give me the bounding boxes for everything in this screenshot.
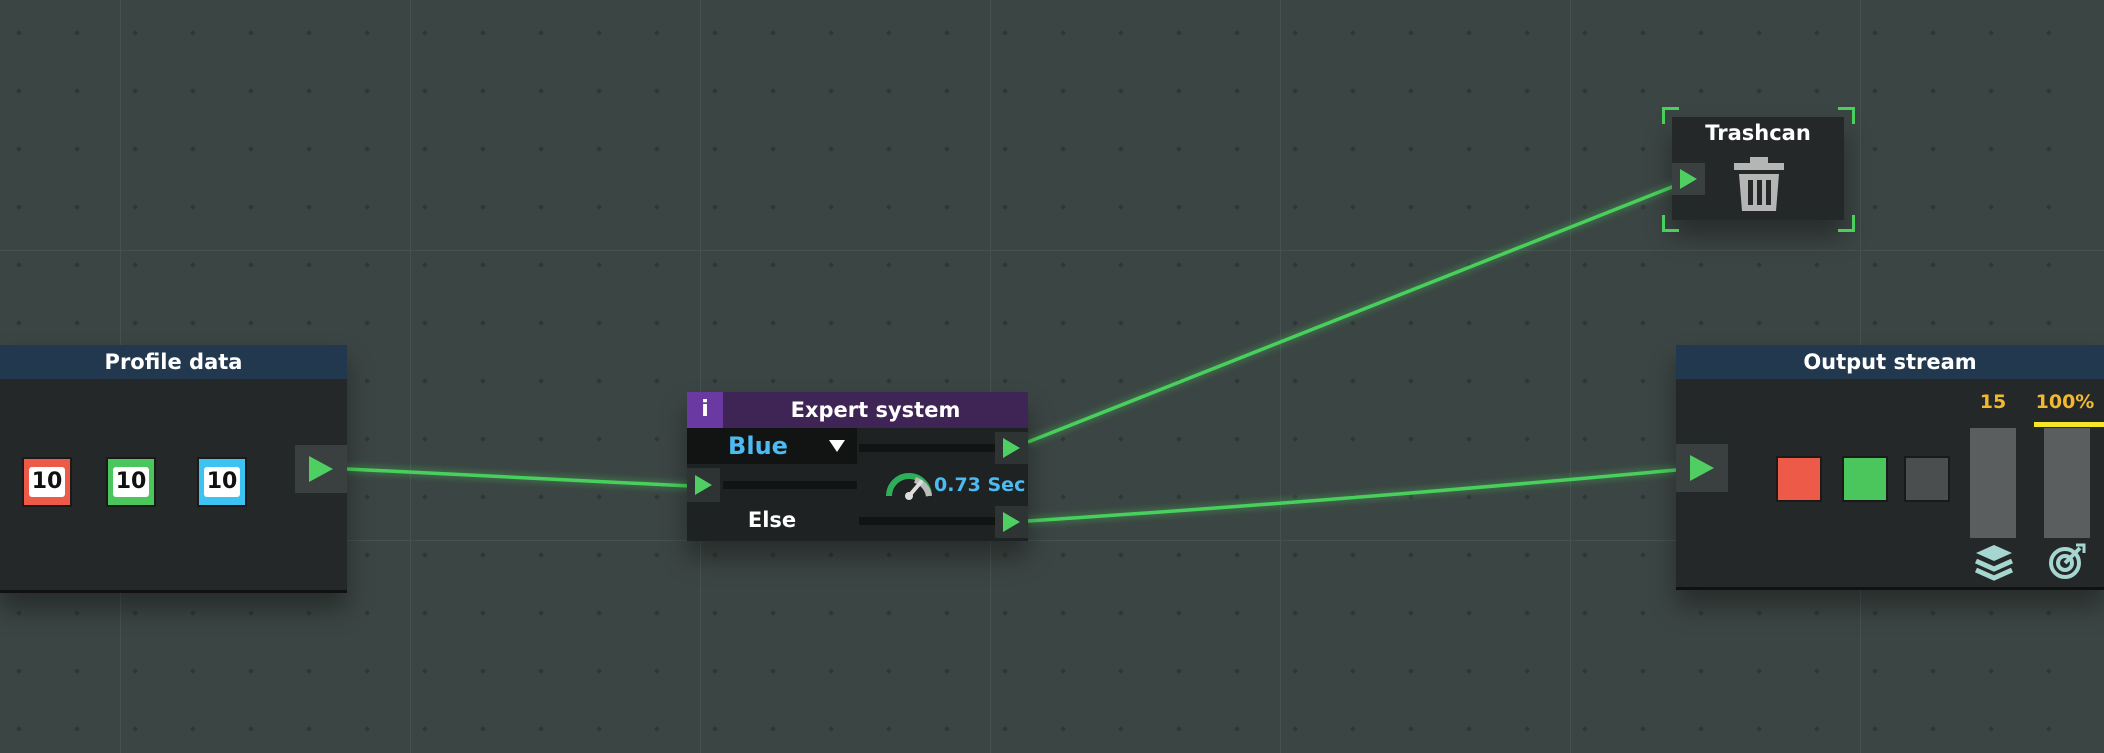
timer-readout: 0.73 Sec — [934, 474, 1026, 496]
profile-chip-red[interactable]: 10 — [22, 457, 72, 507]
expert-system-node[interactable]: i Expert system Blue 0.73 Sec Else — [687, 392, 1028, 541]
percent-indicator — [2034, 422, 2104, 427]
play-icon — [309, 456, 333, 482]
profile-data-title: Profile data — [0, 345, 347, 379]
expert-input-port[interactable] — [687, 468, 720, 502]
else-output-track — [859, 517, 996, 525]
wire-else-to-output-core — [1027, 468, 1677, 523]
info-button[interactable]: i — [687, 392, 723, 428]
speedometer-icon — [886, 473, 932, 500]
expert-system-title: Expert system — [790, 398, 961, 422]
play-icon — [1003, 438, 1020, 458]
dropdown-value: Blue — [728, 432, 788, 460]
chip-value: 10 — [203, 467, 241, 497]
input-track — [723, 481, 857, 489]
play-icon — [1690, 455, 1714, 481]
percent-meter — [2044, 428, 2090, 538]
output-swatch-gray — [1904, 456, 1950, 502]
play-icon — [1680, 169, 1697, 189]
wire-profile-to-expert-core — [346, 467, 691, 488]
percent-label: 100% — [2035, 391, 2095, 413]
profile-output-port[interactable] — [295, 445, 347, 493]
chip-value: 10 — [112, 467, 150, 497]
output-stream-node[interactable]: Output stream 15 100% — [1676, 345, 2104, 590]
else-output-port[interactable] — [995, 506, 1028, 538]
output-input-port[interactable] — [1676, 444, 1728, 492]
match-output-port[interactable] — [995, 432, 1028, 464]
profile-data-node[interactable]: Profile data 10 10 10 — [0, 345, 347, 593]
selection-corner — [1838, 215, 1855, 232]
chip-value: 10 — [28, 467, 66, 497]
selection-corner — [1662, 215, 1679, 232]
output-stream-title: Output stream — [1676, 345, 2104, 379]
play-icon — [1003, 512, 1020, 532]
item-count: 15 — [1979, 391, 2007, 413]
play-icon — [695, 475, 712, 495]
target-icon — [2049, 543, 2086, 579]
trashcan-input-port[interactable] — [1672, 163, 1705, 195]
output-swatch-green — [1842, 456, 1888, 502]
selection-corner — [1838, 107, 1855, 124]
match-output-track — [859, 444, 996, 452]
trashcan-title: Trashcan — [1705, 121, 1811, 145]
expert-system-header: i Expert system — [687, 392, 1028, 428]
trashcan-node[interactable]: Trashcan — [1672, 117, 1844, 220]
wire-expert-to-trashcan-core — [1027, 183, 1678, 444]
wire-group — [346, 180, 1679, 526]
layers-icon — [1974, 545, 2014, 581]
profile-chip-blue[interactable]: 10 — [197, 457, 247, 507]
trash-icon — [1734, 157, 1784, 211]
color-dropdown[interactable]: Blue — [687, 428, 857, 464]
else-label: Else — [747, 508, 797, 532]
selection-corner — [1662, 107, 1679, 124]
count-meter — [1970, 428, 2016, 538]
profile-chip-green[interactable]: 10 — [106, 457, 156, 507]
chevron-down-icon — [829, 440, 845, 452]
output-swatch-red — [1776, 456, 1822, 502]
